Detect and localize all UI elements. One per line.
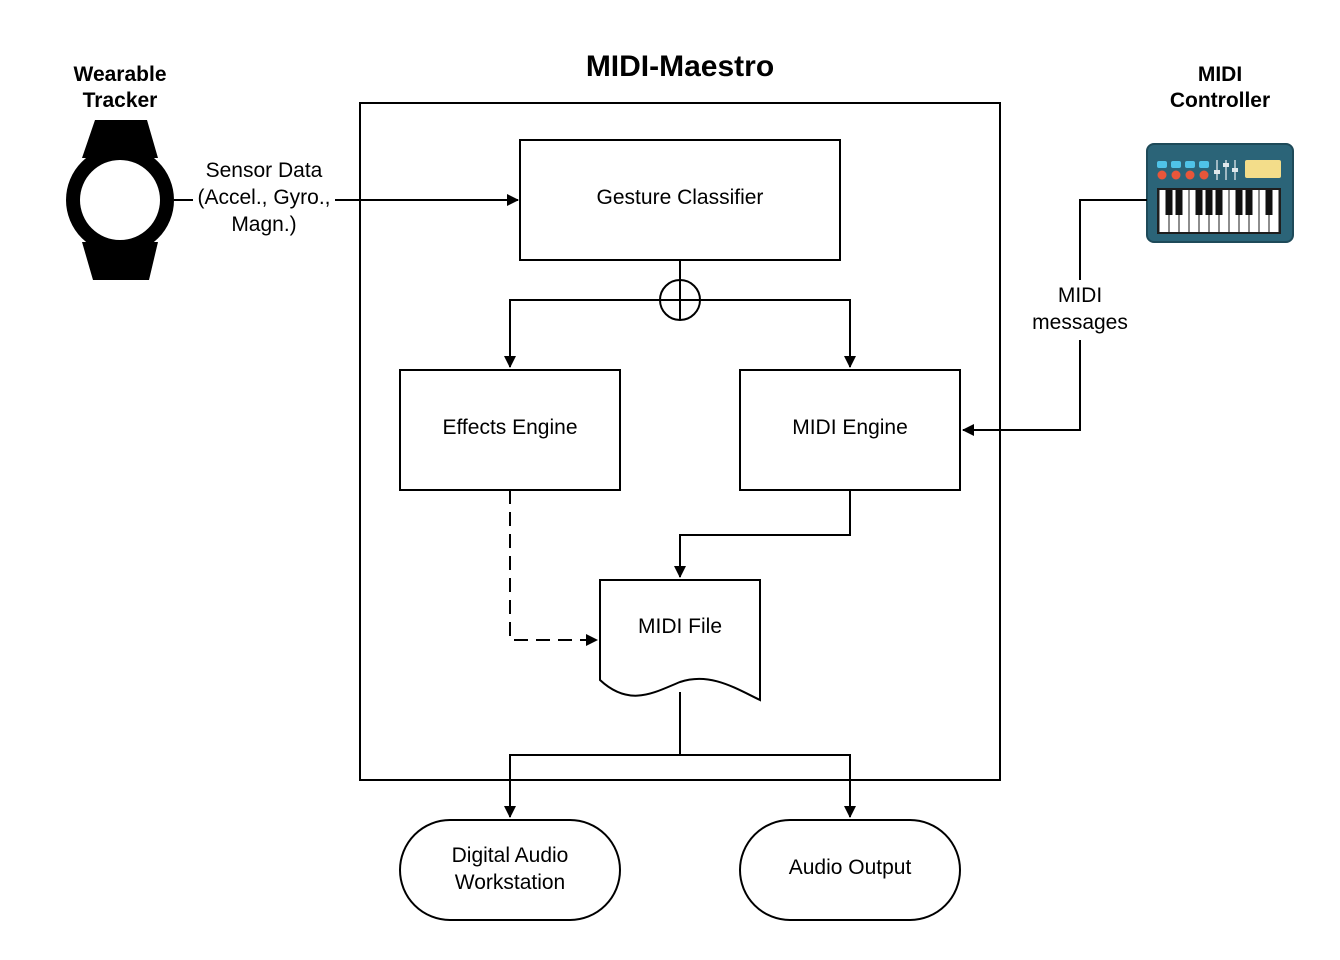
gesture-classifier-label: Gesture Classifier (597, 186, 764, 209)
audio-output-node: Audio Output (739, 819, 961, 921)
effects-engine-node: Effects Engine (399, 369, 621, 491)
white-key (1209, 190, 1219, 232)
midi-messages-label-line1: MIDI (1058, 284, 1102, 307)
controller-messages-line-top (1079, 199, 1147, 280)
white-key (1169, 190, 1179, 232)
white-key (1219, 190, 1229, 232)
white-key (1269, 190, 1279, 232)
summing-junction (659, 279, 701, 321)
midi-file-node: MIDI File (599, 579, 761, 702)
black-key (1245, 190, 1253, 215)
smartwatch-icon (66, 120, 174, 280)
white-key (1259, 190, 1269, 232)
daw-label-line2: Workstation (455, 871, 566, 894)
diagram-title: MIDI-Maestro (586, 50, 774, 83)
black-key (1235, 190, 1243, 215)
controller-label-line2: Controller (1170, 89, 1270, 112)
gesture-classifier-node: Gesture Classifier (519, 139, 841, 261)
wearable-label-line1: Wearable (74, 63, 167, 86)
controller-label-line1: MIDI (1198, 63, 1242, 86)
white-key (1189, 190, 1199, 232)
white-key (1229, 190, 1239, 232)
black-key (1205, 190, 1213, 215)
file-to-audio-output-arrow (680, 754, 856, 818)
midi-messages-arrow (962, 340, 1081, 436)
file-to-daw-arrow (504, 754, 680, 818)
white-key (1239, 190, 1249, 232)
black-key (1175, 190, 1183, 215)
sensor-data-label-line1: Sensor Data (206, 159, 323, 182)
black-key (1215, 190, 1223, 215)
junction-to-midi-engine-arrow (700, 299, 856, 368)
midi-engine-to-file-arrow (674, 490, 851, 578)
black-key (1165, 190, 1173, 215)
sensor-data-label-line3: Magn.) (231, 213, 296, 236)
black-key (1195, 190, 1203, 215)
daw-label-line1: Digital Audio (452, 844, 569, 867)
midi-messages-label-line2: messages (1032, 311, 1128, 334)
wearable-label-line2: Tracker (83, 89, 158, 112)
midi-engine-label: MIDI Engine (792, 416, 908, 439)
midi-file-label: MIDI File (638, 615, 722, 638)
sensor-data-label-line2: (Accel., Gyro., (197, 186, 330, 209)
white-key (1199, 190, 1209, 232)
black-key (1265, 190, 1273, 215)
audio-output-label: Audio Output (789, 856, 912, 879)
white-key (1159, 190, 1169, 232)
white-key (1249, 190, 1259, 232)
daw-node: Digital Audio Workstation (399, 819, 621, 921)
effects-to-file-dashed-arrow (509, 490, 598, 646)
effects-engine-label: Effects Engine (442, 416, 577, 439)
midi-engine-node: MIDI Engine (739, 369, 961, 491)
midi-keyboard-icon (1146, 143, 1294, 243)
junction-to-effects-arrow (504, 299, 660, 368)
white-key (1179, 190, 1189, 232)
